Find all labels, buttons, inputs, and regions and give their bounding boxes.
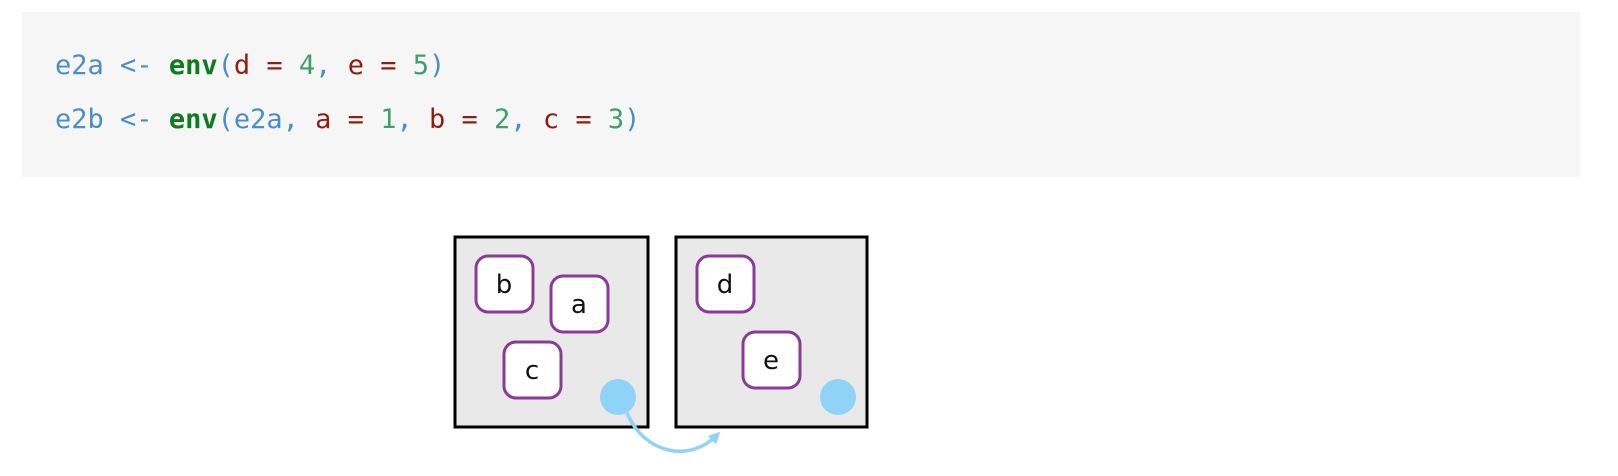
binding-d: d: [695, 254, 756, 314]
environment-e2a: d e: [674, 235, 869, 429]
code-token: =: [363, 50, 413, 81]
code-token: env: [168, 50, 218, 81]
code-token: <-: [103, 50, 169, 81]
code-token: ,: [315, 50, 348, 81]
code-block: e2a <- env(d = 4, e = 5) e2b <- env(e2a,…: [22, 12, 1580, 177]
binding-b: b: [474, 254, 535, 314]
code-token: 3: [607, 104, 625, 135]
binding-c-label: c: [525, 356, 539, 386]
code-line-2: e2b <- env(e2a, a = 1, b = 2, c = 3): [55, 104, 640, 136]
code-token: ,: [282, 104, 316, 135]
binding-a-label: a: [571, 290, 587, 320]
parent-pointer-arrow: [625, 412, 721, 453]
parent-pointer-origin-e2a: [820, 379, 856, 415]
binding-b-label: b: [496, 270, 513, 300]
code-token: 1: [380, 104, 397, 135]
code-token: <-: [103, 104, 169, 135]
binding-c: c: [502, 340, 563, 400]
code-token: 4: [298, 50, 316, 81]
binding-a: a: [549, 274, 610, 334]
code-token: env: [168, 104, 218, 135]
binding-e: e: [741, 330, 802, 390]
code-token: ,: [510, 104, 543, 135]
code-token: b: [428, 104, 446, 135]
code-token: 5: [412, 50, 429, 81]
code-token: ): [624, 104, 641, 135]
binding-d-label: d: [717, 270, 734, 300]
code-token: (: [217, 50, 234, 81]
parent-pointer-origin-e2b: [600, 379, 636, 415]
environment-e2b: b a c: [453, 235, 650, 429]
code-line-1: e2a <- env(d = 4, e = 5): [55, 50, 445, 82]
code-token: a: [315, 104, 332, 135]
code-token: e2a: [233, 104, 283, 135]
code-token: ,: [396, 104, 429, 135]
code-token: ): [429, 50, 446, 81]
code-token: =: [445, 104, 495, 135]
code-token: e: [347, 50, 364, 81]
code-token: c: [542, 104, 560, 135]
code-token: e2b: [55, 104, 104, 135]
code-token: =: [331, 104, 381, 135]
code-token: e2a: [55, 50, 104, 81]
binding-e-label: e: [763, 346, 779, 376]
code-token: =: [559, 104, 608, 135]
code-token: d: [233, 50, 251, 81]
code-token: (: [217, 104, 234, 135]
code-token: 2: [494, 104, 511, 135]
code-token: =: [250, 50, 299, 81]
